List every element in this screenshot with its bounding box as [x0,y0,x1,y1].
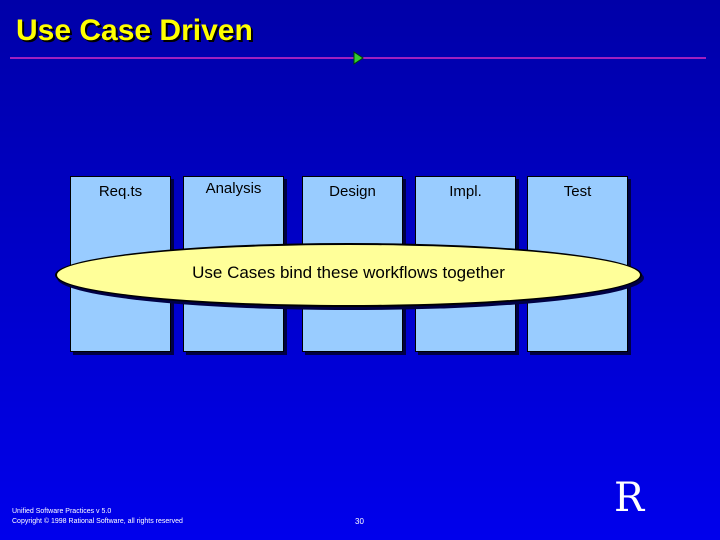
use-case-binding-text: Use Cases bind these workflows together [192,263,505,282]
title-divider [10,51,706,65]
workflow-label-implementation: Impl. [449,183,482,200]
workflow-label-test: Test [563,183,592,200]
divider-arrow-marker [353,51,364,65]
use-case-binding-ellipse [55,243,642,307]
workflow-label-analysis: Analysis [205,180,262,197]
page-number: 30 [355,517,364,526]
rational-logo: R [614,475,645,521]
slide-title: Use Case Driven [16,14,253,47]
workflow-label-design: Design [329,183,376,200]
footer-course-title: Unified Software Practices v 5.0 [12,508,112,515]
footer-copyright: Copyright © 1998 Rational Software, all … [12,518,183,525]
workflow-label-requirements: Req.ts [98,183,143,200]
